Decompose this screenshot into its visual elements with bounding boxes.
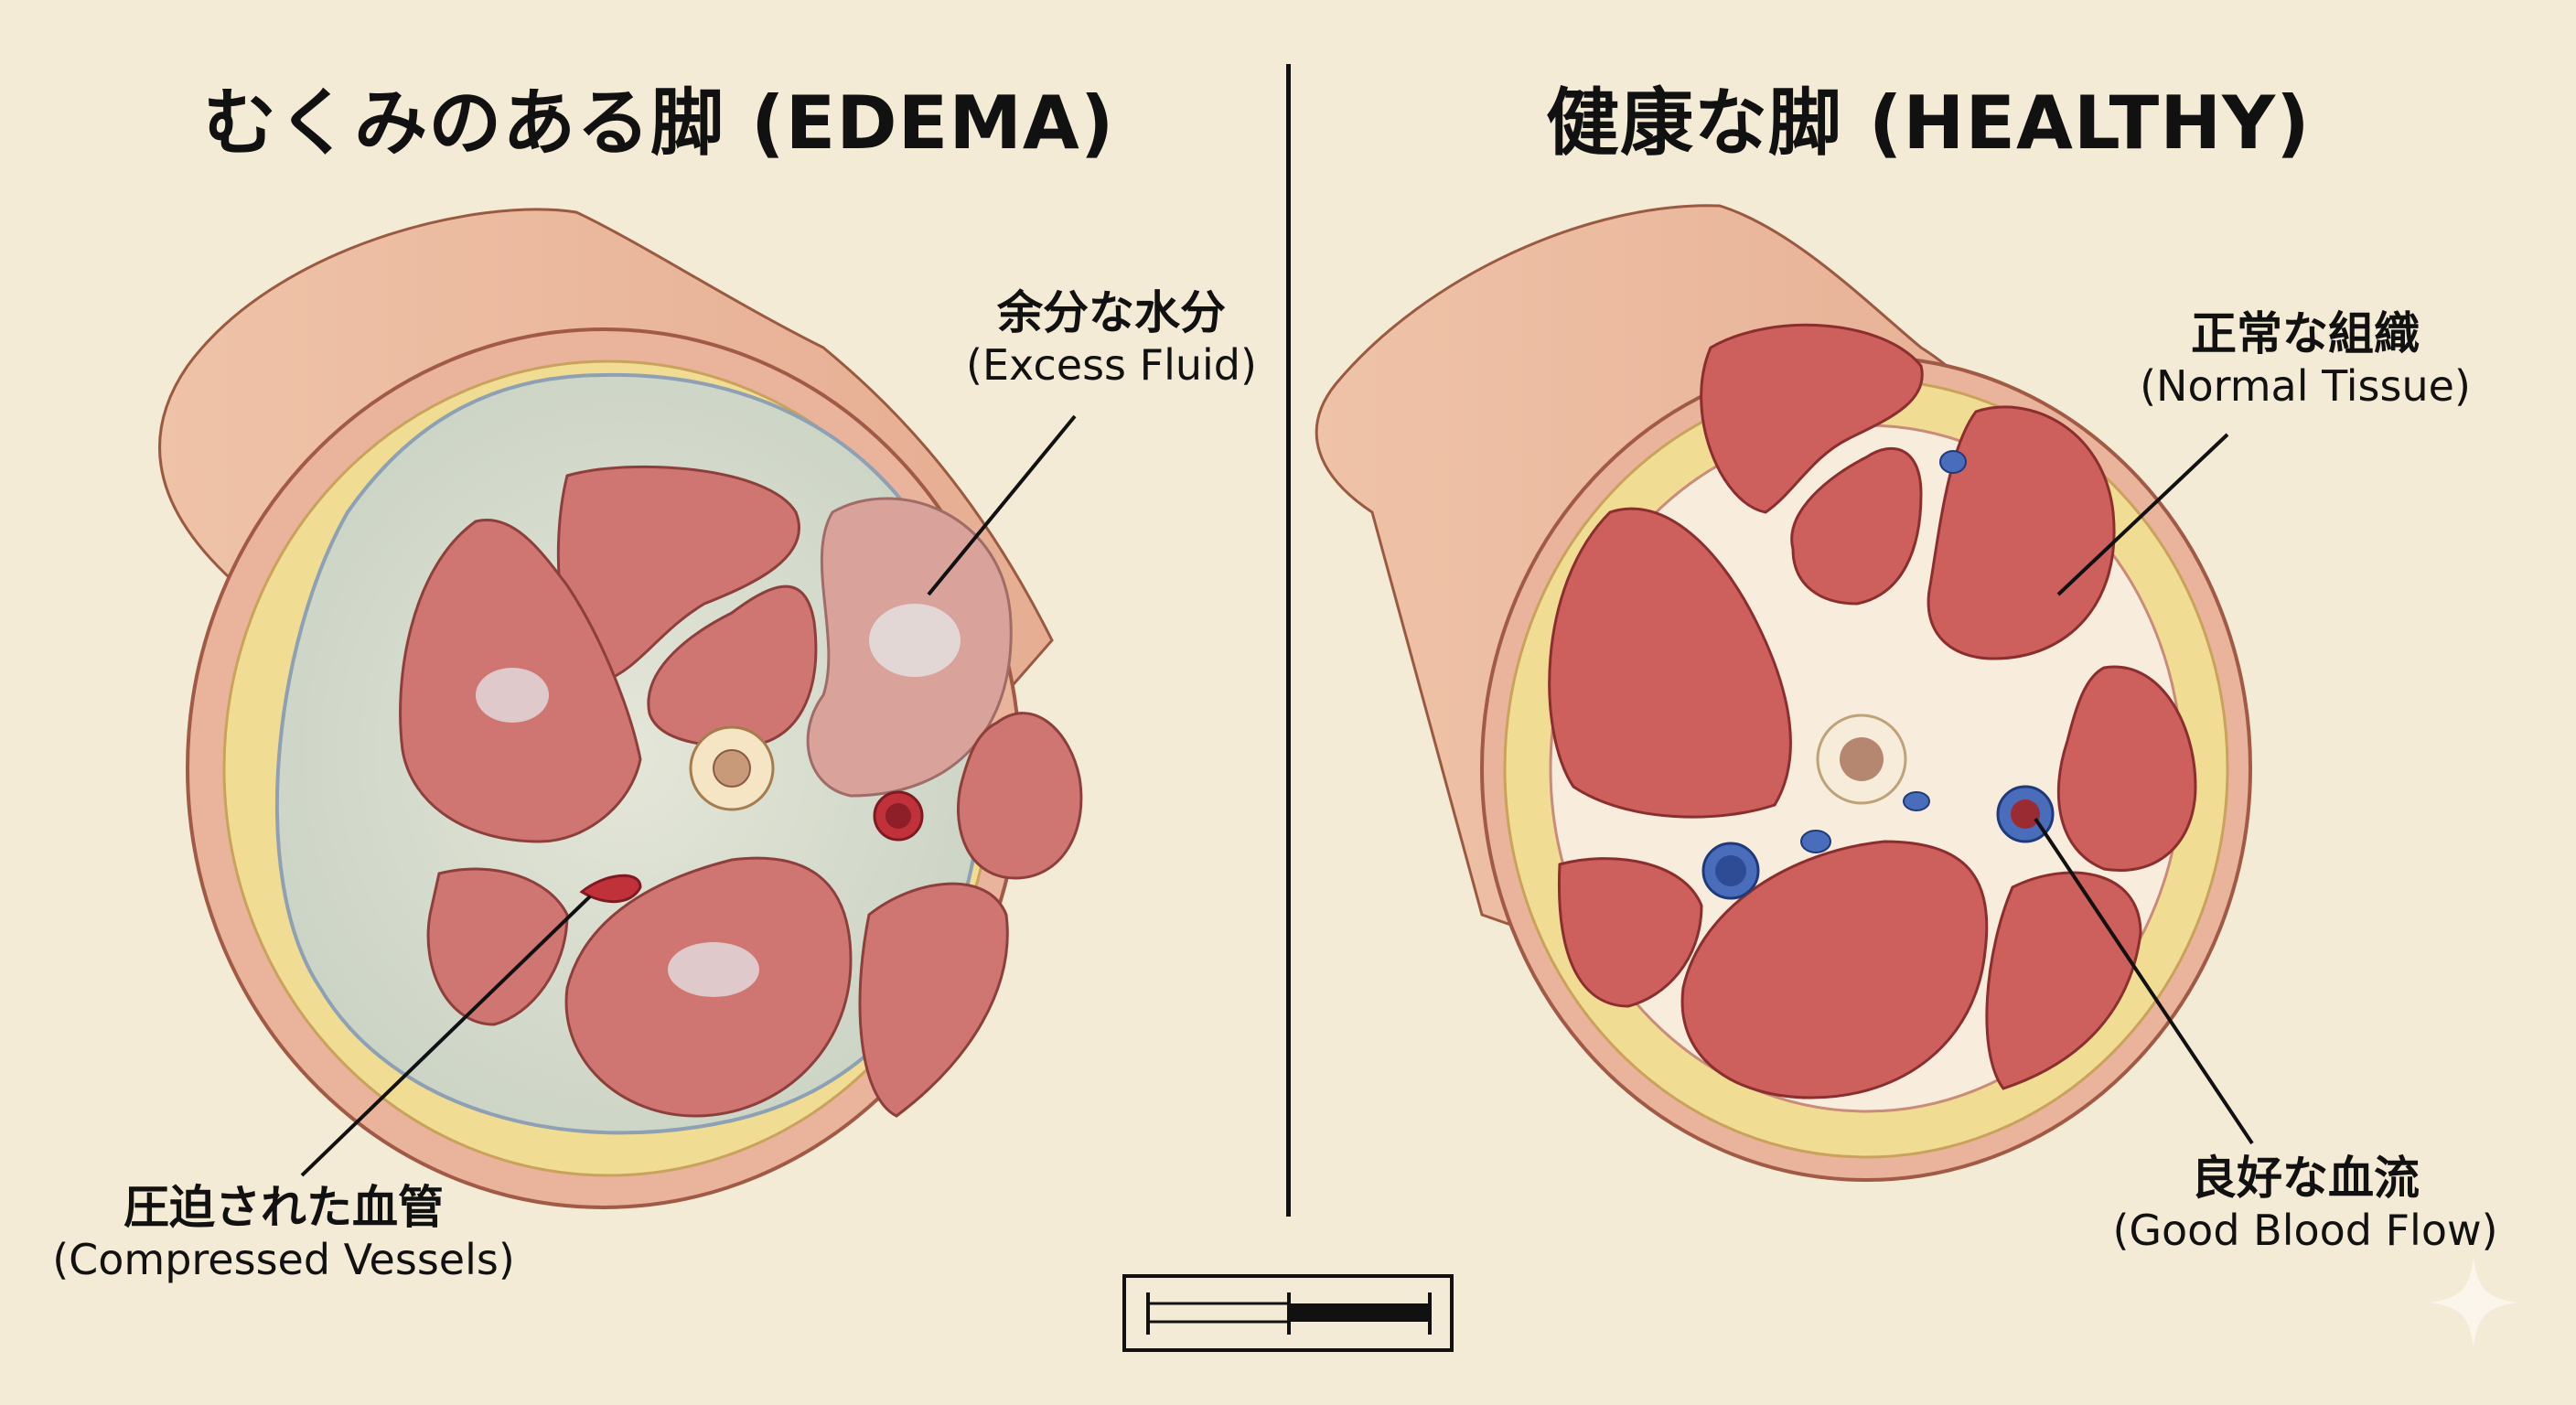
- edema-title: むくみのある脚 (EDEMA): [203, 80, 1115, 166]
- compressed-vessels-jp: 圧迫された血管: [123, 1181, 444, 1234]
- edema-leg: [158, 208, 1083, 1209]
- normal-tissue-leader: [2056, 433, 2229, 596]
- good-blood-flow-label: 良好な血流 (Good Blood Flow): [2086, 1151, 2525, 1255]
- good-blood-flow-jp: 良好な血流: [2191, 1152, 2420, 1205]
- compressed-vessels-en: (Compressed Vessels): [52, 1235, 515, 1284]
- excess-fluid-label: 余分な水分 (Excess Fluid): [951, 285, 1272, 390]
- scale-bar-icon: [1122, 1274, 1454, 1352]
- good-blood-flow-en: (Good Blood Flow): [2112, 1206, 2498, 1255]
- healthy-leg: [1315, 204, 2254, 1182]
- center-divider: [1286, 64, 1291, 1217]
- excess-fluid-en: (Excess Fluid): [966, 340, 1257, 390]
- healthy-title: 健康な脚 (HEALTHY): [1546, 80, 2311, 166]
- compressed-vessels-label: 圧迫された血管 (Compressed Vessels): [27, 1180, 540, 1284]
- normal-tissue-en: (Normal Tissue): [2140, 361, 2471, 411]
- excess-fluid-leader: [927, 414, 1077, 596]
- normal-tissue-jp: 正常な組織: [2191, 307, 2420, 360]
- compressed-vessels-leader: [300, 895, 592, 1177]
- sparkle-icon: [2430, 1259, 2517, 1346]
- good-blood-flow-leader: [2034, 817, 2254, 1145]
- excess-fluid-jp: 余分な水分: [997, 286, 1226, 339]
- normal-tissue-label: 正常な組織 (Normal Tissue): [2122, 306, 2488, 411]
